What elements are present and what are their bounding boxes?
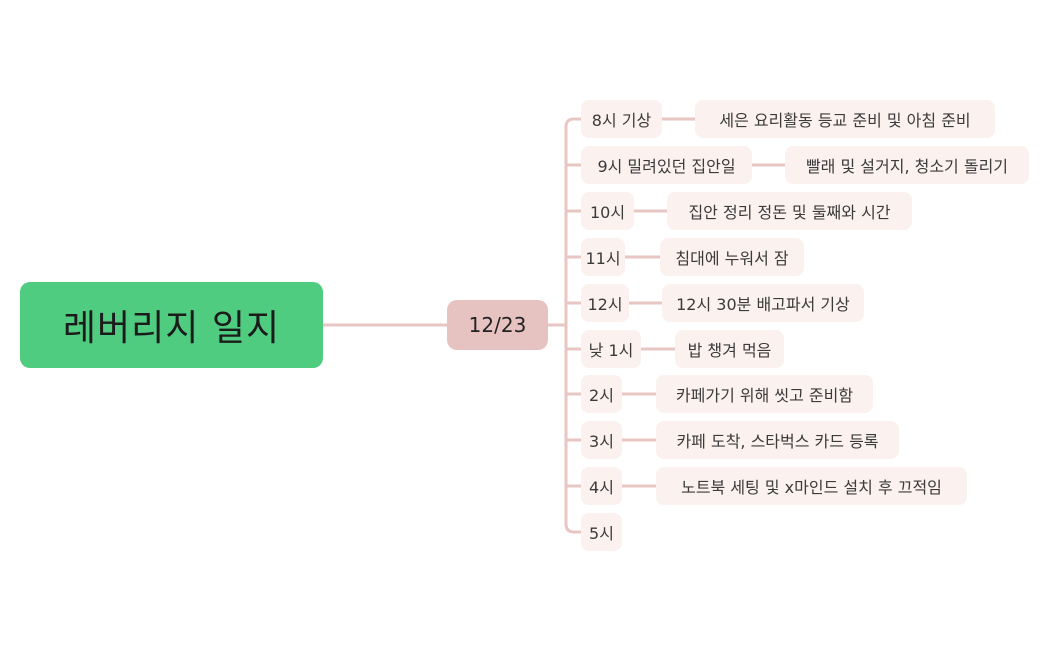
activity-label: 빨래 및 설거지, 청소기 돌리기 [805, 157, 1009, 176]
time-label: 2시 [589, 386, 614, 405]
time-node[interactable]: 9시 밀려있던 집안일 [581, 146, 752, 184]
activity-node[interactable]: 세은 요리활동 등교 준비 및 아침 준비 [695, 100, 995, 138]
time-label: 8시 기상 [591, 111, 652, 130]
activity-label: 카페 도착, 스타벅스 카드 등록 [676, 432, 879, 451]
time-node[interactable]: 2시 [581, 375, 622, 413]
time-label: 5시 [589, 524, 614, 543]
time-node[interactable]: 12시 [581, 284, 629, 322]
time-label: 10시 [589, 203, 626, 222]
activity-label: 노트북 세팅 및 x마인드 설치 후 끄적임 [681, 478, 942, 497]
activity-label: 카페가기 위해 씻고 준비함 [675, 386, 854, 405]
activity-label: 밥 챙겨 먹음 [687, 341, 772, 360]
activity-node[interactable]: 노트북 세팅 및 x마인드 설치 후 끄적임 [656, 467, 967, 505]
date-topic[interactable]: 12/23 [447, 300, 548, 350]
time-label: 12시 [587, 295, 623, 314]
activity-label: 세은 요리활동 등교 준비 및 아침 준비 [719, 111, 971, 130]
time-node[interactable]: 3시 [581, 421, 622, 459]
connector-line [564, 117, 575, 534]
time-node[interactable]: 10시 [581, 192, 634, 230]
root-title: 레버리지 일지 [62, 308, 281, 349]
activity-node[interactable]: 밥 챙겨 먹음 [675, 330, 784, 368]
time-node[interactable]: 5시 [581, 513, 622, 551]
activity-label: 집안 정리 정돈 및 둘째와 시간 [688, 203, 891, 222]
activity-node[interactable]: 집안 정리 정돈 및 둘째와 시간 [667, 192, 912, 230]
activity-node[interactable]: 12시 30분 배고파서 기상 [662, 284, 864, 322]
time-node[interactable]: 4시 [581, 467, 622, 505]
activity-label: 12시 30분 배고파서 기상 [676, 295, 850, 314]
activity-node[interactable]: 침대에 누워서 잠 [660, 238, 804, 276]
time-node[interactable]: 11시 [581, 238, 625, 276]
root-topic[interactable]: 레버리지 일지 [20, 282, 323, 368]
date-label: 12/23 [468, 313, 527, 337]
activity-node[interactable]: 카페 도착, 스타벅스 카드 등록 [656, 421, 899, 459]
time-node[interactable]: 낮 1시 [581, 330, 641, 368]
time-node[interactable]: 8시 기상 [581, 100, 662, 138]
time-label: 낮 1시 [588, 341, 634, 360]
activity-node[interactable]: 빨래 및 설거지, 청소기 돌리기 [785, 146, 1029, 184]
activity-node[interactable]: 카페가기 위해 씻고 준비함 [656, 375, 873, 413]
time-label: 11시 [585, 249, 621, 268]
activity-label: 침대에 누워서 잠 [675, 249, 789, 268]
time-label: 3시 [589, 432, 614, 451]
time-label: 4시 [589, 478, 614, 497]
time-label: 9시 밀려있던 집안일 [597, 157, 736, 176]
